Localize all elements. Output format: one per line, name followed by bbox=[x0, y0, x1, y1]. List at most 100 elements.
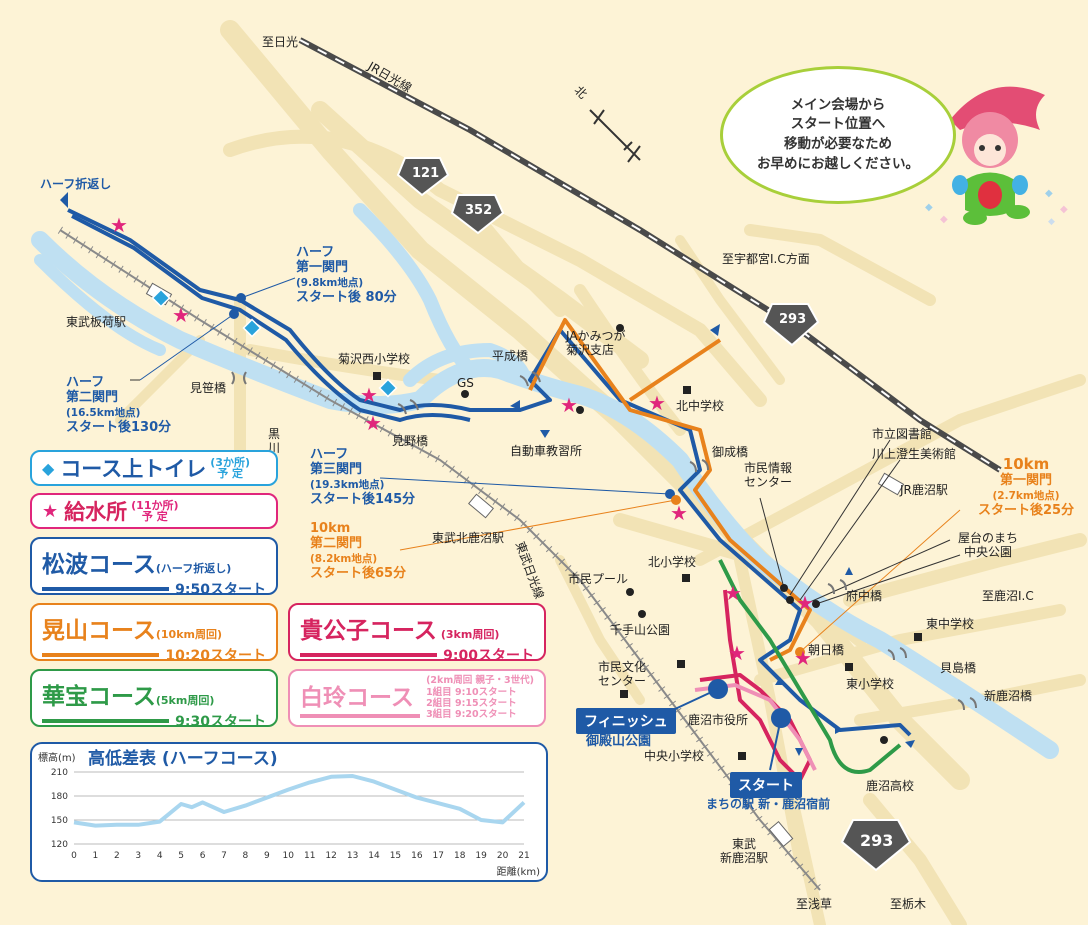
x-tick-label: 11 bbox=[304, 851, 315, 861]
route-121-badge bbox=[396, 157, 450, 197]
course-name: 晃山コース bbox=[42, 618, 156, 644]
legend-toilet-label: コース上トイレ bbox=[60, 457, 207, 481]
fuchu-bridge-label: 府中橋 bbox=[846, 589, 883, 603]
poi-dot-icon bbox=[576, 406, 584, 414]
half-gate2-label: ハーフ第二関門 (16.5km地点)スタート後130分 bbox=[66, 375, 172, 435]
city-library-label: 市立図書館 bbox=[872, 427, 933, 441]
star-icon: ★ bbox=[796, 591, 814, 615]
city-info-center-label: 市民情報センター bbox=[744, 461, 793, 489]
star-icon: ★ bbox=[364, 411, 382, 435]
station-icon bbox=[468, 493, 494, 519]
svg-text:◆: ◆ bbox=[1060, 204, 1068, 215]
route-293b-badge bbox=[840, 819, 912, 872]
toilet-icon: ◆ bbox=[42, 458, 55, 478]
city-pool-label: 市民プール bbox=[568, 572, 629, 586]
school-icon bbox=[683, 386, 691, 394]
poi-dot-icon bbox=[780, 584, 788, 592]
route-352-badge bbox=[450, 194, 505, 235]
star-icon: ★ bbox=[728, 641, 746, 665]
star-icon: ★ bbox=[360, 383, 378, 407]
direction-arrows bbox=[60, 192, 915, 756]
half-turnaround-label: ハーフ折返し bbox=[40, 177, 112, 191]
arrow-icon bbox=[540, 430, 550, 438]
legend-water-note: (11か所)予 定 bbox=[131, 499, 179, 523]
station-icon bbox=[877, 472, 905, 496]
star-icon: ★ bbox=[172, 303, 190, 327]
toilet-icon bbox=[242, 318, 262, 338]
star-icon: ★ bbox=[724, 581, 742, 605]
school-icon bbox=[373, 372, 381, 380]
half-gate1-label: ハーフ第一関門 (9.8km地点)スタート後 80分 bbox=[296, 245, 397, 305]
course-time: 9:00スタート bbox=[443, 648, 534, 664]
legend-matsunami-course: 松波コース(ハーフ折返し) 9:50スタート bbox=[30, 537, 278, 598]
to-kanuma-ic-label: 至鹿沼I.C bbox=[982, 589, 1034, 603]
course-notes: (2km周回 親子・3世代) 1組目 9:10スタート 2組目 9:15スタート… bbox=[426, 675, 534, 721]
arrow-icon bbox=[795, 748, 803, 756]
poi-dot-icon bbox=[461, 390, 469, 398]
notice-line: 移動が必要なため bbox=[784, 136, 892, 152]
x-tick-label: 5 bbox=[178, 851, 184, 861]
x-tick-label: 20 bbox=[497, 851, 509, 861]
legend-kozan-course: 晃山コース(10km周回) 10:20スタート bbox=[30, 603, 278, 664]
route-293b-label: 293 bbox=[860, 831, 894, 850]
half-course-line bbox=[67, 208, 912, 737]
x-tick-label: 21 bbox=[518, 851, 529, 861]
poi-dot-icon bbox=[880, 736, 888, 744]
railways bbox=[57, 37, 1002, 893]
toilet-icon bbox=[151, 288, 171, 308]
notice-line: お早めにお越しください。 bbox=[757, 155, 919, 172]
course-note: 2組目 9:15スタート bbox=[426, 698, 517, 709]
svg-text:◆: ◆ bbox=[925, 202, 933, 213]
rivers bbox=[31, 203, 1059, 759]
svg-text:◆: ◆ bbox=[1048, 217, 1055, 227]
school-icon bbox=[914, 633, 922, 641]
route-293a-label: 293 bbox=[779, 312, 807, 327]
school-icon bbox=[738, 752, 746, 760]
x-tick-label: 10 bbox=[283, 851, 295, 861]
city-hall-label: 鹿沼市役所 bbox=[688, 713, 749, 727]
star-icon: ★ bbox=[110, 213, 128, 237]
course-name: 貴公子コース bbox=[300, 618, 437, 644]
y-tick-label: 120 bbox=[51, 840, 68, 850]
to-nikko-label: 至日光 bbox=[262, 35, 299, 49]
mino-bridge-label: 見野橋 bbox=[392, 434, 429, 448]
course-note: 1組目 9:10スタート bbox=[426, 686, 517, 698]
x-tick-label: 19 bbox=[475, 851, 487, 861]
kanuma-high-label: 鹿沼高校 bbox=[866, 779, 915, 793]
x-tick-label: 14 bbox=[368, 851, 380, 861]
y-tick-label: 180 bbox=[51, 792, 68, 802]
arrow-icon bbox=[905, 740, 915, 748]
north-arrow-icon bbox=[589, 109, 641, 163]
x-tick-label: 16 bbox=[411, 851, 423, 861]
to-utsunomiya-label: 至宇都宮I.C方面 bbox=[722, 252, 810, 266]
roads bbox=[115, 20, 1087, 925]
poi-dot-icon bbox=[616, 324, 624, 332]
half-gate3-label: ハーフ第三関門 (19.3km地点)スタート後145分 bbox=[310, 447, 416, 507]
legend-kikoushi-course: 貴公子コース(3km周回) 9:00スタート bbox=[288, 603, 546, 664]
x-tick-label: 8 bbox=[243, 851, 249, 861]
gs-label: GS bbox=[457, 376, 474, 390]
elevation-xlabel: 距離(km) bbox=[496, 867, 540, 878]
to-tochigi-label: 至栃木 bbox=[890, 897, 927, 911]
poi-dot-icon bbox=[626, 588, 634, 596]
legend-toilet: ◆ コース上トイレ (3か所)予 定 bbox=[30, 450, 278, 486]
svg-text:◆: ◆ bbox=[1045, 188, 1053, 199]
higashi-junior-high-label: 東中学校 bbox=[926, 617, 975, 631]
kikuzawa-nishi-school-label: 菊沢西小学校 bbox=[338, 352, 411, 366]
x-tick-label: 7 bbox=[221, 851, 227, 861]
jr-kanuma-station-label: JR鹿沼駅 bbox=[900, 483, 948, 497]
poi-dot-icon bbox=[786, 596, 794, 604]
elevation-series-line bbox=[73, 774, 526, 828]
arrow-icon bbox=[60, 192, 68, 208]
asahi-bridge-label: 朝日橋 bbox=[808, 643, 845, 657]
course-note: (2km周回 親子・3世代) bbox=[426, 675, 534, 687]
x-tick-label: 6 bbox=[200, 851, 206, 861]
notice-line: スタート位置へ bbox=[790, 116, 886, 133]
x-tick-label: 4 bbox=[157, 851, 163, 861]
